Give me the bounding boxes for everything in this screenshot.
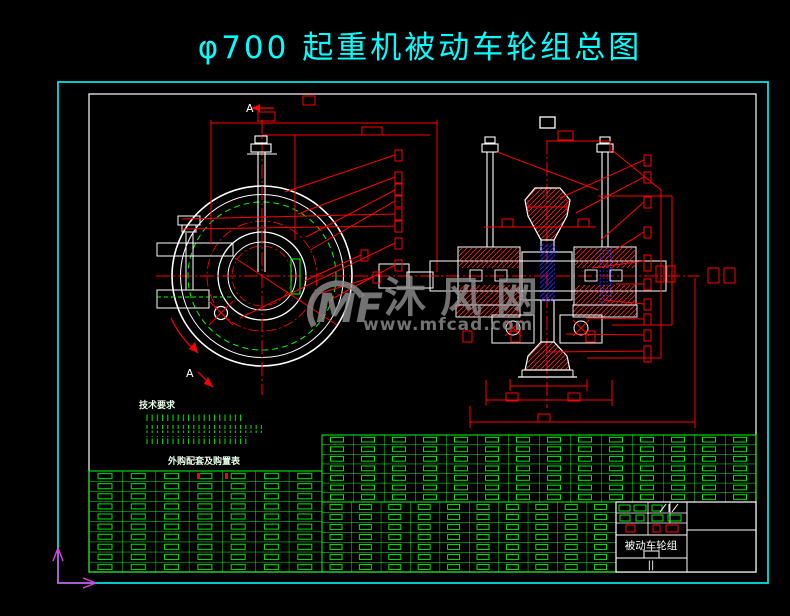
ucs-axis-icon [52, 547, 97, 589]
watermark-site-name: 沐风网 [384, 273, 552, 322]
title-block: 被动车轮组 || [615, 501, 757, 573]
bearing-right [572, 246, 638, 318]
paper-border [57, 81, 769, 584]
purchase-parts-table [88, 470, 323, 573]
housing-left [491, 314, 535, 344]
parts-list-table-lower [321, 501, 617, 573]
parts-tables [88, 434, 757, 573]
tech-note-line [145, 425, 262, 433]
section-bolt-right [596, 136, 614, 247]
section-marker-bottom: A [186, 367, 214, 388]
page-title: φ700 起重机被动车轮组总图 [198, 30, 642, 66]
left-bracket [156, 215, 234, 309]
title-block-part-name: 被动车轮组 [625, 539, 678, 552]
bearing-left [455, 246, 521, 318]
section-leaders [496, 149, 736, 363]
tech-note-line [145, 436, 249, 444]
wheel-front-view [156, 120, 442, 395]
section-bolt-left [481, 136, 499, 247]
technical-notes: 技术要求 外购配套及购置表 [139, 399, 262, 467]
purchase-table-heading: 外购配套及购置表 [167, 455, 241, 467]
title-block-bottom-mark: || [648, 560, 655, 571]
section-marker-top: A [246, 102, 274, 115]
mf-logo-swoosh-icon [307, 280, 365, 328]
mf-logo-icon: MF [316, 286, 383, 332]
parts-list-table [321, 434, 757, 503]
wheel-section-view [424, 116, 700, 408]
watermark-site-url: www.mfcad.com [363, 315, 533, 335]
section-label-bottom: A [186, 367, 194, 380]
watermark: MF 沐风网 www.mfcad.com [307, 273, 552, 335]
housing-right [559, 314, 603, 344]
section-label-top: A [246, 102, 254, 115]
tech-notes-heading: 技术要求 [139, 399, 176, 411]
section-dimensions [462, 130, 696, 428]
top-bolt [247, 135, 277, 272]
left-view-leaders [181, 149, 403, 319]
left-view-dimensions [210, 95, 438, 272]
tech-note-line [145, 414, 245, 422]
